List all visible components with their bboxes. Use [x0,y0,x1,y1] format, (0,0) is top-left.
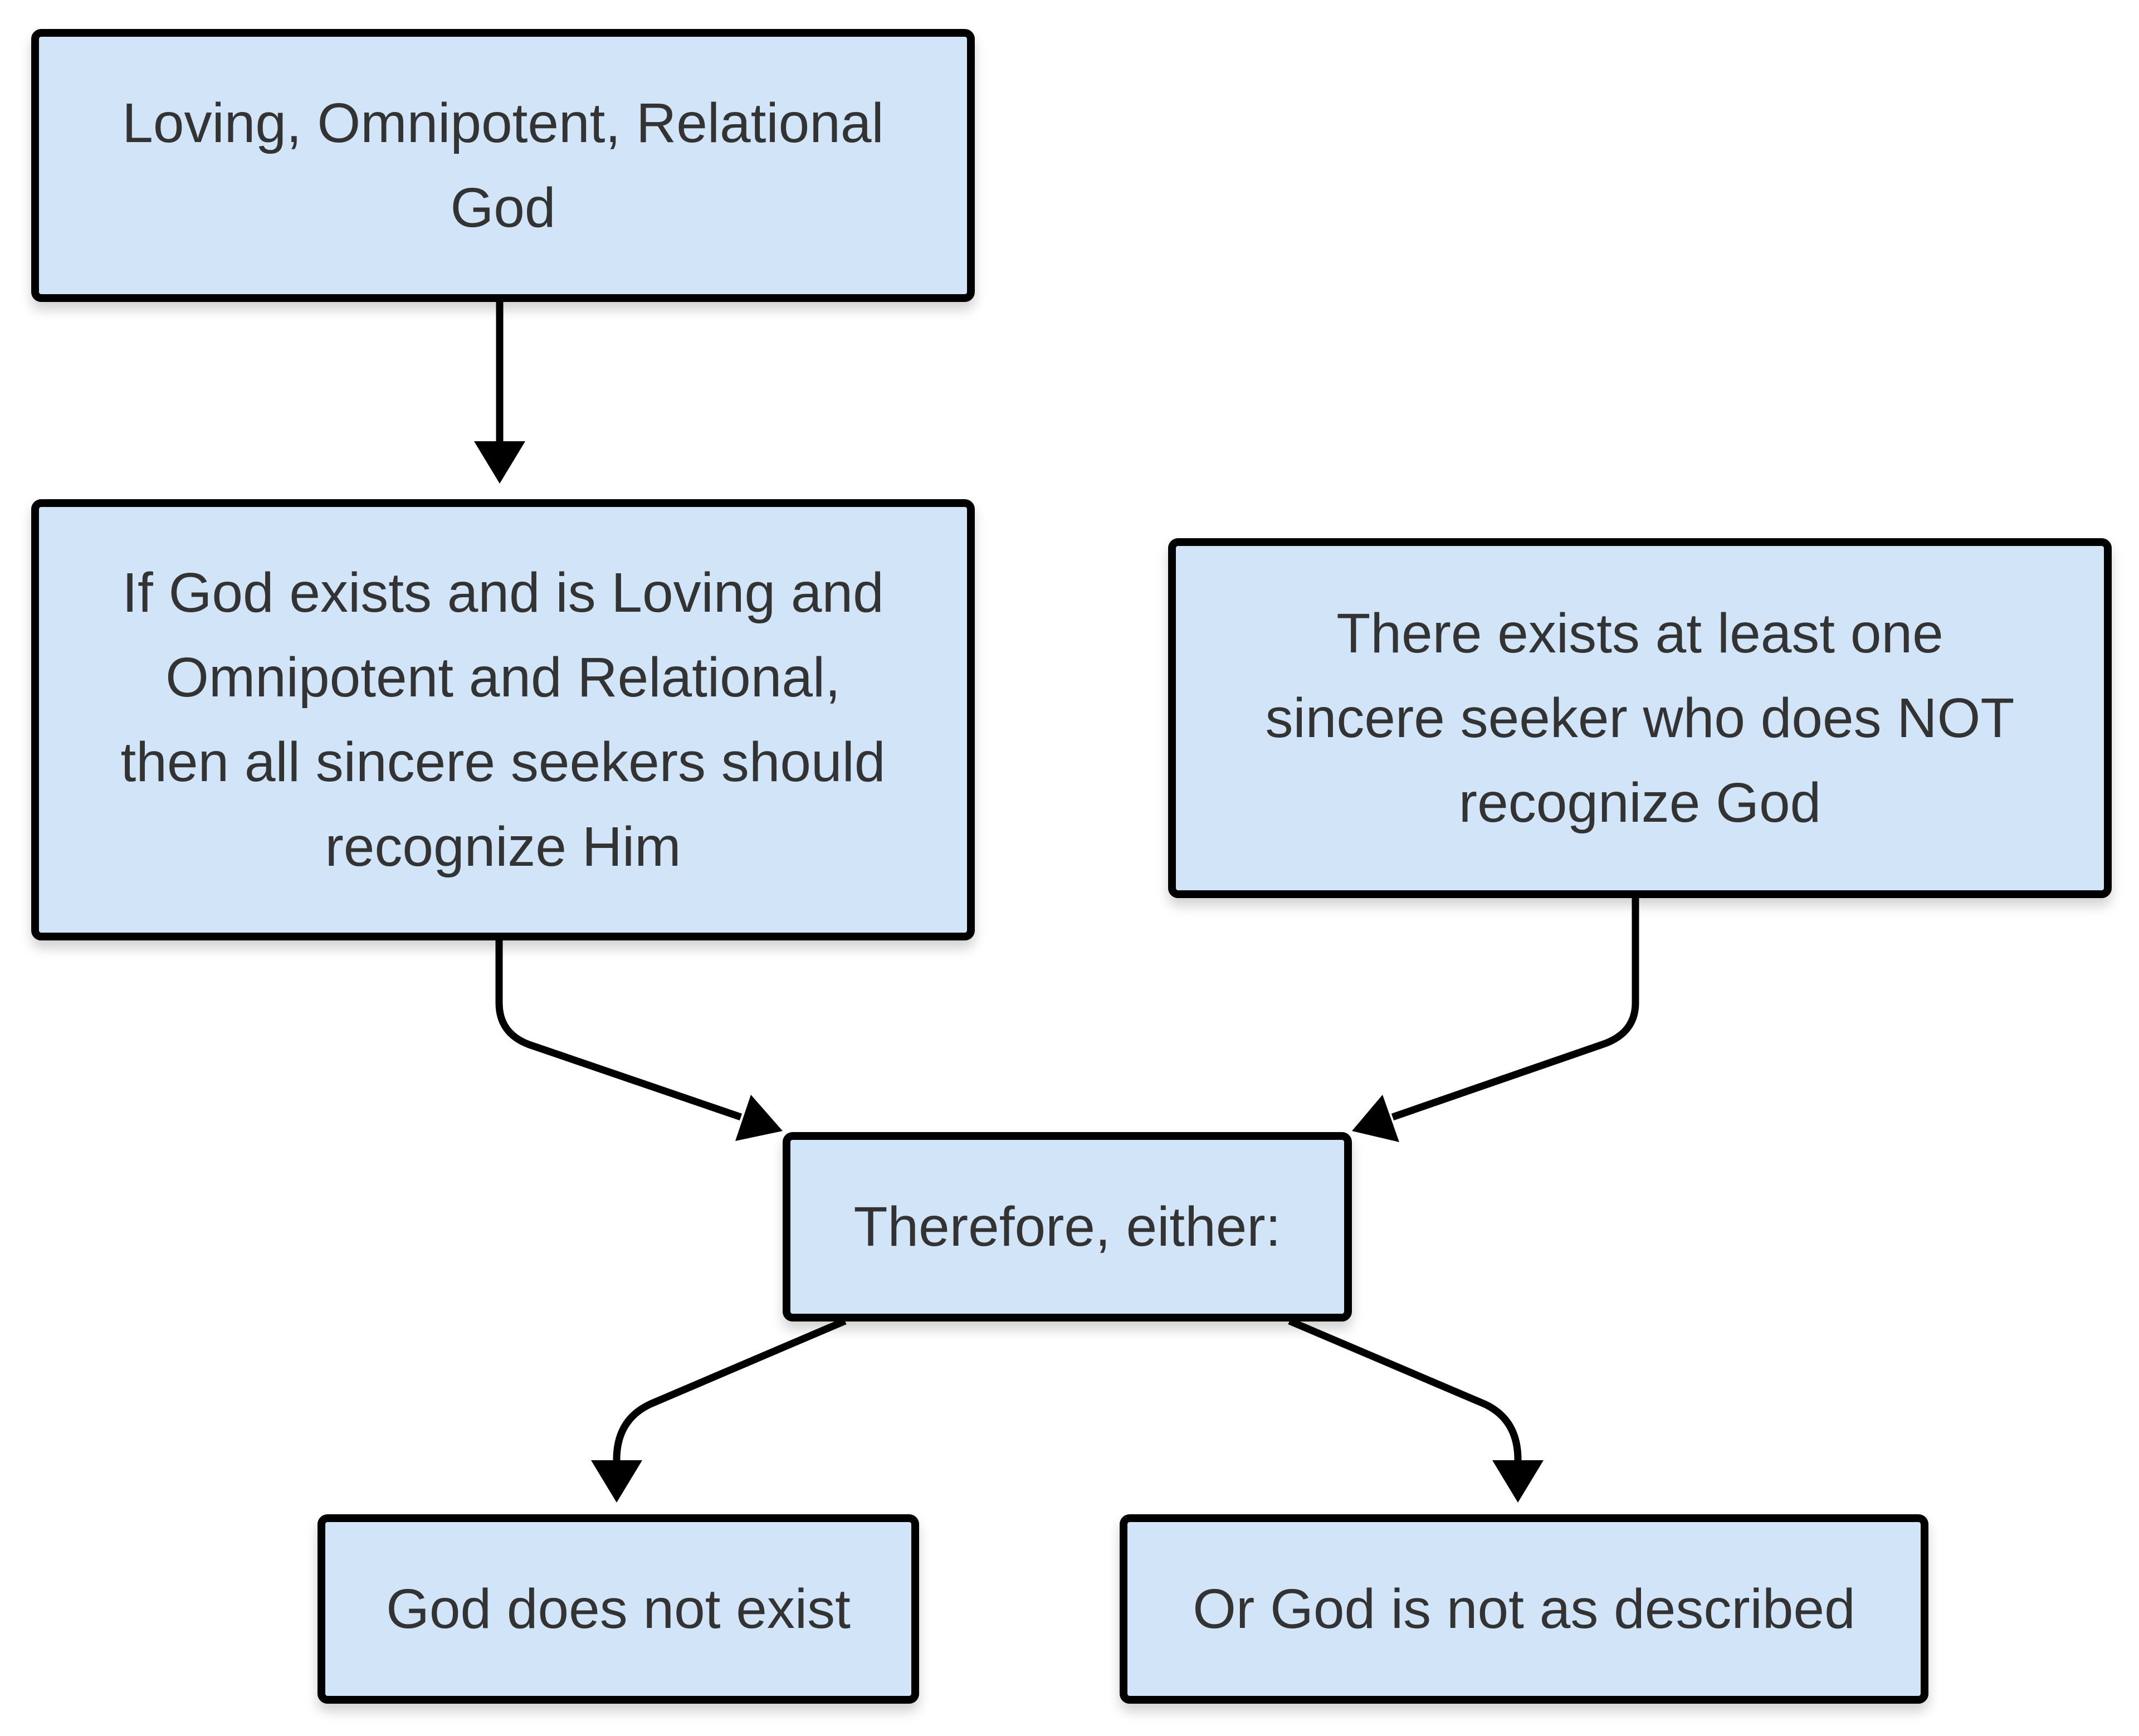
edge-n4-n6 [1288,1318,1522,1465]
node-text-line: God [450,177,556,239]
arrowhead-n4-n5 [591,1460,642,1503]
node-text-line: recognize God [1458,772,1821,834]
arrowhead-n1-n2 [474,441,525,484]
node-text-line: If God exists and is Loving and [122,562,884,624]
node-premise-conditional: If God exists and is Loving and Omnipote… [31,499,975,940]
node-text-line: recognize Him [325,816,681,878]
node-text-line: Loving, Omnipotent, Relational [122,92,884,154]
node-text-line: Omnipotent and Relational, [165,646,841,709]
node-premise-nonbelief: There exists at least one sincere seeker… [1168,538,2112,898]
arrowhead-n4-n6 [1492,1460,1544,1503]
node-loving-omnipotent-relational-god: Loving, Omnipotent, Relational God [31,29,975,302]
node-text-line: Therefore, either: [853,1196,1281,1258]
edge-n2-n4 [495,940,743,1121]
arrowhead-n3-n4 [1352,1095,1399,1142]
node-text-line: God does not exist [386,1578,851,1640]
arrowhead-n2-n4 [735,1095,783,1141]
edge-n3-n4 [1391,898,1639,1121]
node-text-line: Or God is not as described [1193,1578,1855,1640]
node-text-line: sincere seeker who does NOT [1265,687,2015,749]
edge-n4-n5 [613,1318,847,1465]
node-conclusion-god-not-as-described: Or God is not as described [1120,1514,1928,1704]
node-therefore: Therefore, either: [783,1132,1352,1321]
node-text-line: There exists at least one [1336,602,1943,665]
node-conclusion-god-does-not-exist: God does not exist [318,1514,919,1704]
node-text-line: then all sincere seekers should [120,731,886,793]
